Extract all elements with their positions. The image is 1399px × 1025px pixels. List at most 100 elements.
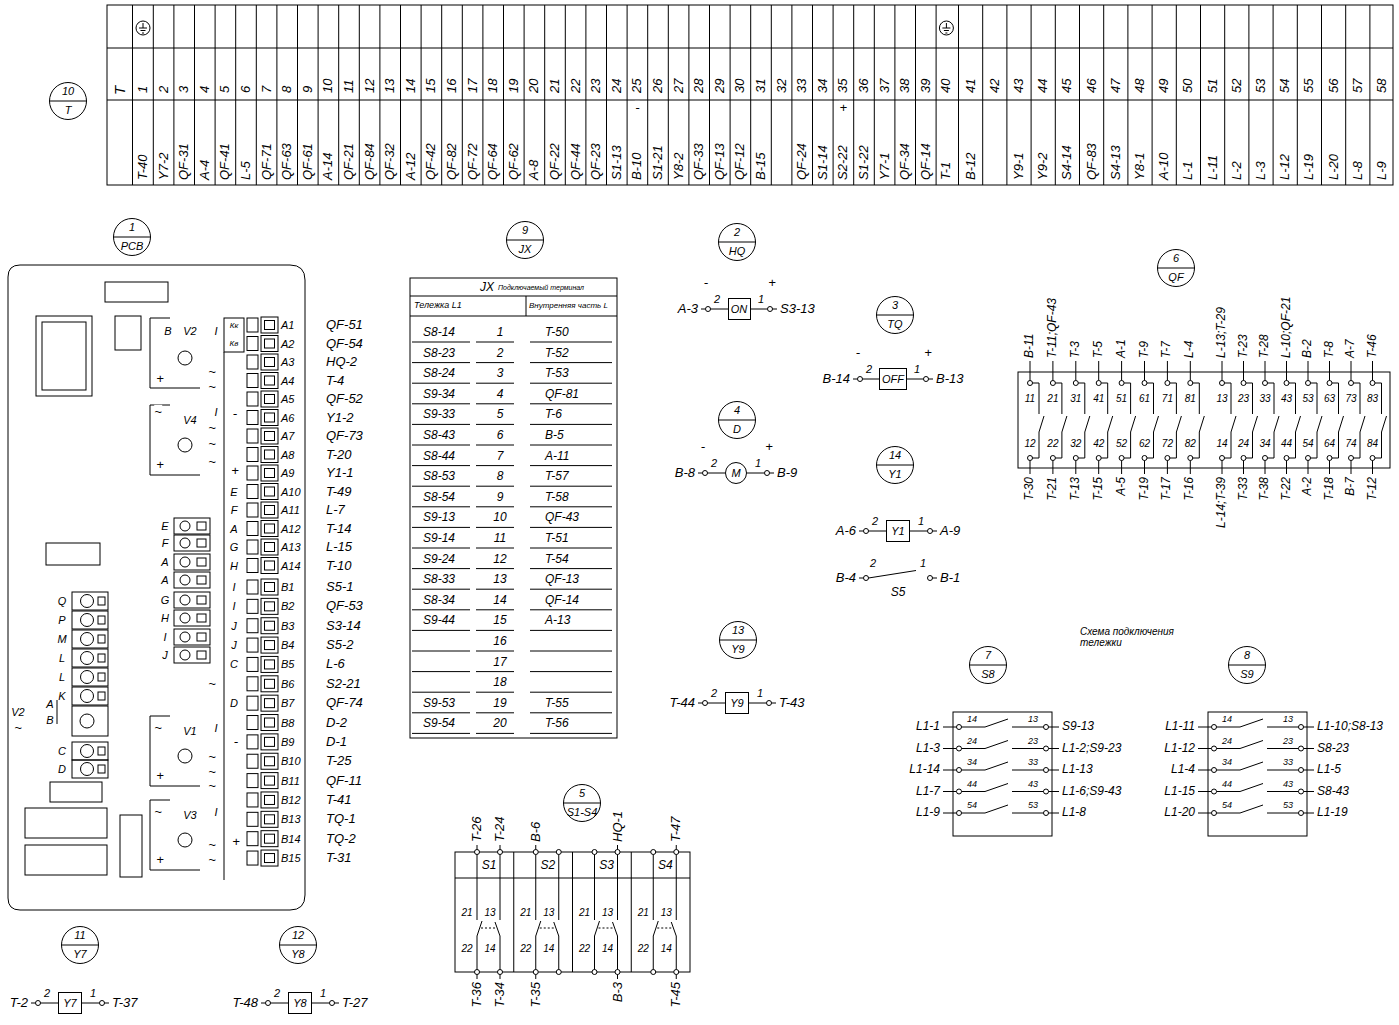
table-cell: S8-24 (423, 368, 455, 381)
label-holder: Тележка L1 (414, 301, 462, 311)
pin-circle (1263, 456, 1268, 461)
strip-divider (297, 5, 298, 185)
wire-line (1049, 770, 1060, 771)
terminal-number: 9 (301, 86, 315, 93)
connector-pin (72, 630, 108, 648)
callout-bubble: 8S9 (1228, 646, 1266, 684)
wire-label: L-5 (239, 161, 253, 180)
terminal-block (247, 754, 258, 768)
contact-line (1267, 791, 1299, 792)
polarity-sign: - (635, 101, 639, 115)
wire-label: L-12 (1278, 154, 1292, 180)
callout-name: HQ (718, 242, 756, 261)
label-holder: 83 (1367, 393, 1378, 404)
label-holder: QF-24 (795, 143, 809, 180)
pin-name: B2 (281, 600, 294, 612)
table-cell: 4 (497, 388, 504, 401)
terminal-number: 28 (692, 79, 706, 93)
device-label: M (731, 467, 740, 479)
terminal-block (261, 773, 278, 789)
contact-line (500, 855, 501, 921)
pin-name: B5 (281, 658, 294, 670)
table-cell: 6 (497, 429, 504, 442)
label-holder: QF-72 (465, 143, 479, 180)
label-holder: + (156, 853, 164, 867)
contact-line (1267, 813, 1299, 814)
wire-line (906, 379, 924, 380)
label-holder: L-14;T-39 (1215, 477, 1228, 528)
wire-line (929, 379, 934, 380)
terminal-block (247, 540, 258, 554)
pin-circle (1212, 768, 1217, 773)
table-cell: 3 (497, 368, 504, 381)
table-rule (476, 465, 514, 466)
terminal-block (261, 428, 278, 444)
label-holder: L-7 (326, 503, 345, 517)
table-rule (530, 506, 612, 507)
connector-pin (81, 763, 94, 776)
wire-line (1190, 361, 1191, 381)
connector-pin (81, 652, 94, 665)
label-holder: T-47 (669, 816, 683, 842)
strip-divider (544, 5, 545, 185)
table-rule (530, 424, 612, 425)
wire-line (933, 578, 938, 579)
pin-name: B10 (281, 755, 301, 767)
wire-label: QF-34 (898, 143, 912, 180)
pin-circle (706, 307, 711, 312)
terminal-block (261, 484, 278, 500)
terminal-number: 37 (877, 79, 891, 93)
device-box: Y8 (288, 992, 312, 1014)
board-marking: V3 (183, 809, 196, 821)
label-holder: L1-6;S9-43 (1062, 785, 1121, 798)
label-holder: - (704, 276, 708, 290)
board-marking: ~ (14, 721, 22, 735)
wire-label: L1-2;S9-23 (1062, 742, 1121, 755)
label-holder: QF-44 (568, 143, 582, 180)
rectifier-symbol (178, 438, 192, 452)
label-holder: J (162, 649, 168, 661)
label-holder: 32 (774, 79, 788, 93)
terminal-screw (265, 621, 275, 630)
contact-number: 14 (1222, 715, 1232, 725)
callout-divider (564, 803, 601, 804)
label-holder: S5 (891, 586, 906, 599)
label-holder: QF-74 (326, 696, 363, 710)
pcb-component (25, 808, 107, 838)
contact-number: 13 (1028, 715, 1038, 725)
label-holder: L1-20 (1164, 806, 1195, 819)
contact-line (535, 936, 536, 970)
rectifier-symbol (178, 351, 192, 365)
pin-circle (928, 576, 933, 581)
table-rule (412, 486, 470, 487)
label-holder: 1 (914, 363, 920, 375)
terminal-number: 16 (445, 79, 459, 93)
callout-divider (720, 640, 757, 641)
connector-pin (197, 633, 206, 641)
connector-pin (197, 522, 206, 530)
label-holder: L1-8 (1062, 806, 1086, 819)
label-holder: + (232, 835, 240, 849)
terminal-number: 24 (610, 79, 624, 93)
contact-number: 44 (967, 780, 977, 790)
device-box: Y1 (886, 520, 910, 542)
wire-label: L1-3 (916, 742, 940, 755)
label-holder: 37 (877, 79, 891, 93)
strip-divider (524, 5, 525, 185)
wire-line (31, 1003, 36, 1004)
label-holder: A-13 (545, 615, 570, 628)
table-cell: T-50 (545, 326, 569, 339)
strip-divider (1006, 5, 1007, 185)
label-holder: 3 (497, 368, 504, 381)
label-holder: 28 (692, 79, 706, 93)
wire-label: B-8 (675, 466, 695, 480)
terminal-number: 42 (988, 79, 1002, 93)
wire-label: L-11 (1205, 155, 1219, 180)
pin-circle (1299, 811, 1304, 816)
wire-label: B-14 (823, 372, 850, 386)
label-holder: T-49 (326, 484, 352, 498)
label-holder: 36 (857, 79, 871, 93)
terminal-number: 56 (1326, 79, 1340, 93)
label-holder: S8-53 (423, 471, 455, 484)
label-holder: 24 (1238, 438, 1249, 449)
